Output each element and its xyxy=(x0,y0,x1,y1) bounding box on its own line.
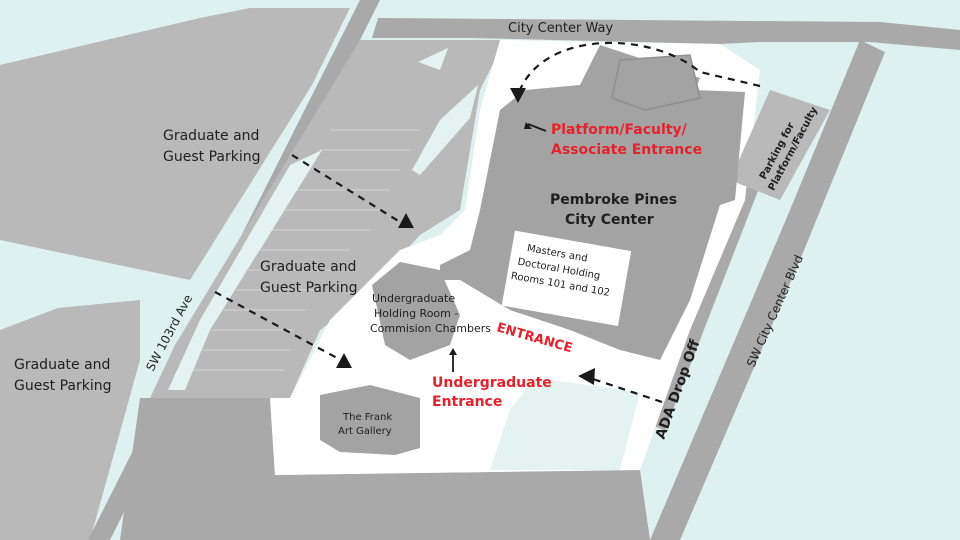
entrance-label-undergrad-line2: Entrance xyxy=(432,394,502,410)
triangle-arrow-icon xyxy=(578,368,595,385)
entrance-label-undergrad-line1: Undergraduate xyxy=(432,375,552,391)
left-arrow-icon xyxy=(524,122,547,132)
route-platform xyxy=(516,41,761,96)
building-undergraduate-holding xyxy=(372,262,460,360)
dashed-routes xyxy=(214,41,761,404)
undergrad-holding-label-line1: Undergraduate xyxy=(372,292,455,305)
parking-label-north-line1: Graduate and xyxy=(163,128,259,144)
street-label-city-center-way: City Center Way xyxy=(508,21,613,36)
building-label-city-center-line1: Pembroke Pines xyxy=(550,192,677,208)
gallery-label-line1: The Frank xyxy=(342,412,392,423)
building-city-center-annex xyxy=(611,54,701,111)
up-arrow-icon xyxy=(449,348,457,372)
parking-lot-west xyxy=(0,300,140,540)
parking-stripes xyxy=(188,129,420,371)
parking-lot-north-west xyxy=(0,8,350,280)
road-city-center-way xyxy=(372,18,960,50)
entrance-label-platform-line2: Associate Entrance xyxy=(551,142,702,158)
route-north-lot xyxy=(291,154,401,223)
road-south xyxy=(120,398,650,540)
parking-label-west-line1: Graduate and xyxy=(14,357,110,373)
pond xyxy=(490,378,640,470)
triangle-arrow-icon xyxy=(510,88,526,103)
undergrad-holding-label-line3: Commision Chambers xyxy=(370,322,491,335)
parking-label-west-line2: Guest Parking xyxy=(14,378,111,394)
holding-rooms-box xyxy=(501,230,632,326)
parking-label-center-line2: Guest Parking xyxy=(260,280,357,296)
parking-label-north-line2: Guest Parking xyxy=(163,149,260,165)
island-strip xyxy=(168,150,322,390)
building-frank-art-gallery xyxy=(320,385,420,455)
triangle-arrow-icon xyxy=(398,213,414,228)
gallery-label-line2: Art Gallery xyxy=(338,426,392,437)
island-long xyxy=(412,85,478,175)
entrance-label-platform-line1: Platform/Faculty/ xyxy=(551,122,688,138)
road-sw-city-center-blvd xyxy=(650,40,885,540)
triangle-arrow-icon xyxy=(336,353,352,368)
building-label-city-center-line2: City Center xyxy=(565,212,654,228)
undergrad-holding-label-line2: Holding Room - xyxy=(374,307,458,320)
island-north xyxy=(418,48,448,70)
parking-lot-platform xyxy=(730,90,830,200)
parking-label-center-line1: Graduate and xyxy=(260,259,356,275)
route-center-lot xyxy=(214,291,338,359)
